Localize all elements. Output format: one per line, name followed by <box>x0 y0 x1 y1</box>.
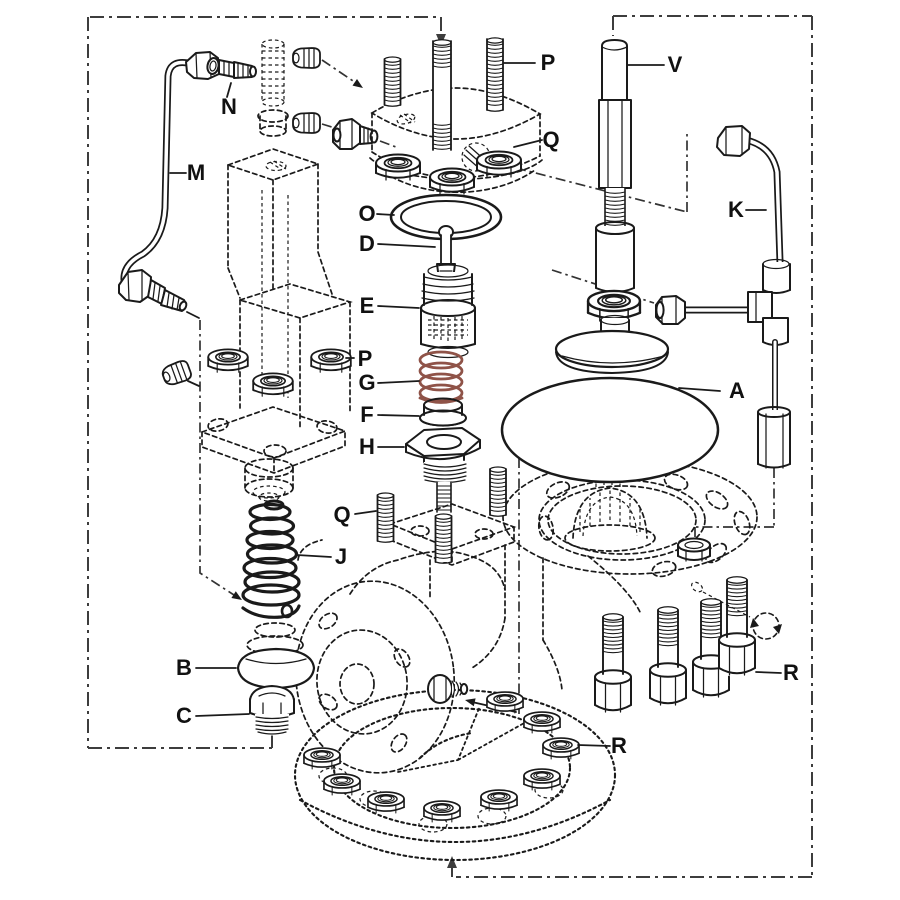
pilot-valve-housing <box>199 39 353 502</box>
flange-plug <box>677 537 711 562</box>
body-inlet-flange <box>294 580 456 774</box>
part-label-r-right: R <box>783 660 799 685</box>
stud-p <box>486 37 504 112</box>
pilot-nut <box>207 347 249 374</box>
stud <box>434 513 453 565</box>
part-label-g: G <box>358 370 376 395</box>
plug-c <box>249 685 295 736</box>
pipe-plug-small <box>159 358 194 389</box>
plug-leader <box>187 380 200 387</box>
body-fitting <box>427 674 469 704</box>
nut-q <box>375 152 421 181</box>
part-label-r-bottom: R <box>611 733 627 758</box>
stud <box>489 466 507 518</box>
rotation-indicator <box>690 581 782 640</box>
part-label-c: C <box>176 703 192 728</box>
bushing-h <box>405 427 481 513</box>
part-label-j: J <box>334 544 348 569</box>
part-label-o: O <box>358 201 376 226</box>
label-leaders <box>169 62 782 747</box>
stud-q <box>376 492 395 544</box>
part-label-d: D <box>359 231 375 256</box>
spring-g <box>418 350 464 404</box>
part-label-k: K <box>728 197 744 222</box>
part-label-m: M <box>186 160 206 185</box>
part-label-a: A <box>729 378 745 403</box>
stud-center <box>432 39 452 151</box>
part-label-q-top: Q <box>542 127 560 152</box>
part-label-n: N <box>221 94 237 119</box>
part-label-e: E <box>359 293 375 318</box>
bolts-r <box>594 575 756 715</box>
stud <box>383 56 402 108</box>
stem-nut <box>586 288 642 323</box>
cup-f <box>419 397 467 427</box>
pilot-nut <box>310 347 352 374</box>
nut-q <box>429 166 475 195</box>
nut-q <box>476 149 522 178</box>
pipe-plug-small <box>292 47 321 69</box>
part-label-f: F <box>360 402 374 427</box>
stem-v <box>595 39 635 293</box>
body-midsection <box>297 539 641 760</box>
pilot-nut <box>252 371 294 398</box>
tube-k <box>655 125 791 469</box>
tube-m <box>118 51 257 319</box>
part-label-p-left: P <box>357 346 373 371</box>
part-label-h: H <box>359 434 375 459</box>
diaphragm-a <box>500 376 720 484</box>
diaphragm-b <box>236 622 316 690</box>
part-label-b: B <box>176 655 192 680</box>
spring-j <box>241 499 301 619</box>
pipe-plug-small <box>292 112 321 134</box>
disc-holder <box>554 314 670 374</box>
strainer-e <box>420 264 476 359</box>
part-label-v: V <box>667 52 683 77</box>
frame-border <box>87 15 813 878</box>
part-label-q-left: Q <box>333 502 351 527</box>
part-label-p-top: P <box>540 50 556 75</box>
flange-nuts-r <box>303 690 580 823</box>
compression-fitting <box>332 118 379 150</box>
